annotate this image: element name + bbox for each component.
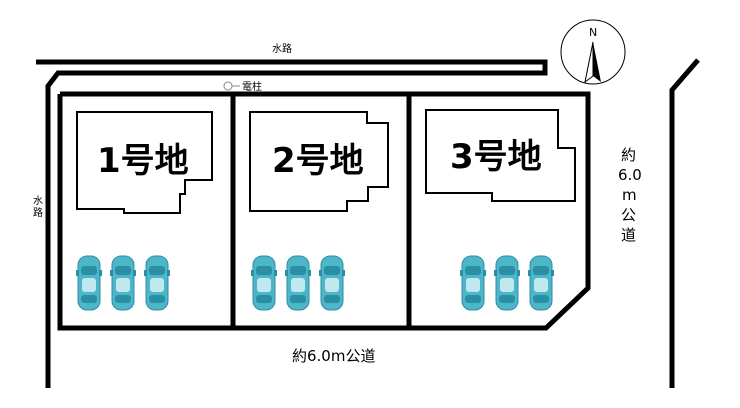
- road-bottom-label: 約6.0m公道: [292, 347, 375, 365]
- car-icon: [285, 255, 311, 311]
- building-lot3: [425, 109, 576, 202]
- waterway-top: [36, 59, 548, 388]
- road-right-label-5: 道: [621, 226, 636, 244]
- car-icon: [494, 255, 520, 311]
- road-right-label-4: 公: [621, 206, 636, 224]
- waterway-left-label-1: 水: [33, 195, 43, 207]
- building-lot1: [76, 111, 213, 214]
- car-icon: [460, 255, 486, 311]
- lot-label-1: 1号地: [97, 141, 189, 181]
- road-right-edge: [669, 58, 700, 388]
- car-icon: [110, 255, 136, 311]
- lot-label-2: 2号地: [272, 141, 364, 181]
- car-icon: [76, 255, 102, 311]
- road-right-label-2: 6.0: [618, 166, 642, 184]
- property-outline: [57, 91, 591, 331]
- parking-cars: [76, 255, 554, 311]
- car-icon: [144, 255, 170, 311]
- car-icon: [251, 255, 277, 311]
- lot-label-3: 3号地: [450, 137, 542, 177]
- pole-label: 電柱: [242, 80, 262, 93]
- car-icon: [319, 255, 345, 311]
- north-arrow-icon: N: [560, 19, 626, 85]
- building-lot2: [249, 111, 389, 212]
- road-right-label-3: m: [622, 186, 637, 204]
- utility-pole-icon: [223, 81, 240, 91]
- car-icon: [528, 255, 554, 311]
- north-label: N: [589, 26, 597, 39]
- road-right-label-1: 約: [621, 146, 636, 164]
- building-footprints: [76, 109, 576, 214]
- waterway-left-label-2: 路: [33, 206, 43, 219]
- waterway-top-label: 水路: [272, 42, 292, 55]
